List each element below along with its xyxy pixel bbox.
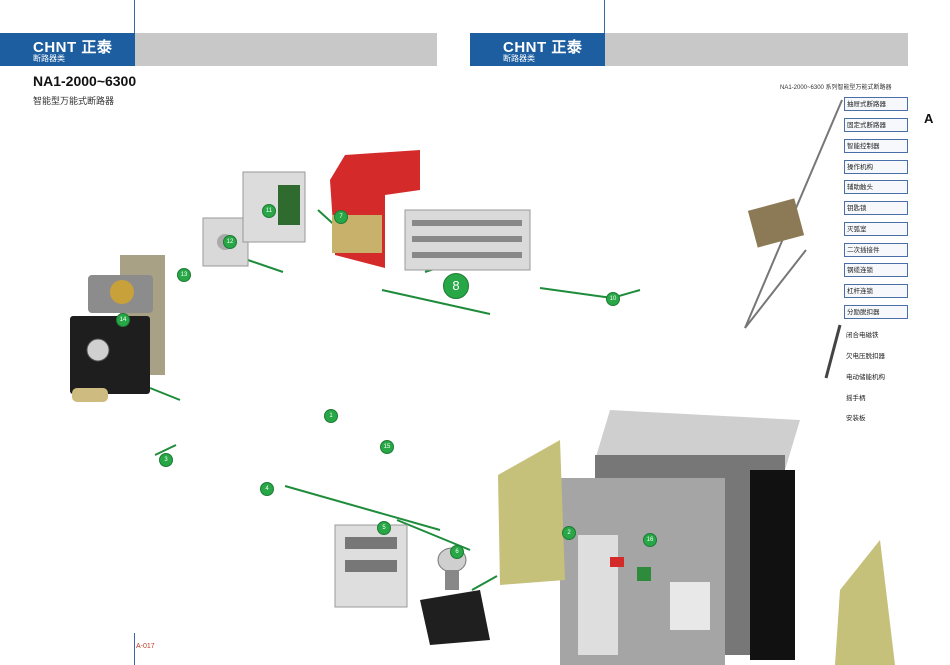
part-label: 固定式断路器 — [844, 118, 908, 132]
header-gray-band — [605, 33, 908, 66]
vertical-rule — [134, 633, 135, 665]
header-left: CHNT 正泰 断路器类 — [0, 33, 437, 66]
secondary-connector — [404, 209, 531, 271]
part-label: 辅助触头 — [844, 180, 908, 194]
part-label: 闭合电磁铁 — [846, 332, 879, 339]
brand-logo: CHNT 正泰 — [503, 39, 583, 56]
part-label: 钥匙锁 — [844, 201, 908, 215]
callout-3: 3 — [159, 453, 173, 467]
callout-1: 1 — [324, 409, 338, 423]
callout-12: 12 — [223, 235, 237, 249]
brand-block — [470, 33, 605, 66]
callout-7: 7 — [334, 210, 348, 224]
part-label: 摇手柄 — [846, 395, 866, 402]
part-label: 欠电压脱扣器 — [846, 353, 885, 360]
motor-mechanism — [70, 255, 165, 402]
part-label: 杠杆连锁 — [844, 284, 908, 298]
callout-14: 14 — [116, 313, 130, 327]
header-right: CHNT 正泰 断路器类 — [470, 33, 908, 66]
mounting-plate-left — [498, 440, 565, 585]
callout-6: 6 — [450, 545, 464, 559]
part-label: 智能控制器 — [844, 139, 908, 153]
part-label: 电动储能机构 — [846, 374, 885, 381]
vertical-rule — [604, 0, 605, 33]
callout-8: 8 — [443, 273, 469, 299]
callout-10: 10 — [606, 292, 620, 306]
callout-5: 5 — [377, 521, 391, 535]
part-label: 抽屉式断路器 — [844, 97, 908, 111]
part-label: 灭弧室 — [844, 222, 908, 236]
callout-15: 15 — [380, 440, 394, 454]
page-subtitle: 智能型万能式断路器 — [33, 97, 115, 107]
part-label: 分励脱扣器 — [844, 305, 908, 319]
part-label: 钢缆连锁 — [844, 263, 908, 277]
right-caption: NA1-2000~6300 系列智能型万能式断路器 — [780, 85, 892, 91]
vertical-rule — [134, 0, 135, 33]
category-label: 断路器类 — [503, 54, 535, 63]
part-label: 操作机构 — [844, 160, 908, 174]
callout-11: 11 — [262, 204, 276, 218]
brand-block — [0, 33, 135, 66]
callout-4: 4 — [260, 482, 274, 496]
callout-16: 16 — [643, 533, 657, 547]
arc-chute — [330, 150, 420, 268]
brand-logo: CHNT 正泰 — [33, 39, 113, 56]
callout-2: 2 — [562, 526, 576, 540]
callout-13: 13 — [177, 268, 191, 282]
part-label: 安装板 — [846, 415, 866, 422]
mounting-plate-right — [835, 540, 895, 665]
page-number: A-017 — [136, 643, 155, 650]
breaker-body — [560, 410, 800, 665]
part-label: 二次插接件 — [844, 243, 908, 257]
auxiliary-contact — [334, 524, 408, 608]
cable-interlock — [744, 99, 843, 379]
page-title: NA1-2000~6300 — [33, 73, 137, 89]
header-gray-band — [135, 33, 437, 66]
category-label: 断路器类 — [33, 54, 65, 63]
section-letter: A — [924, 111, 934, 126]
key-lock — [420, 547, 490, 645]
